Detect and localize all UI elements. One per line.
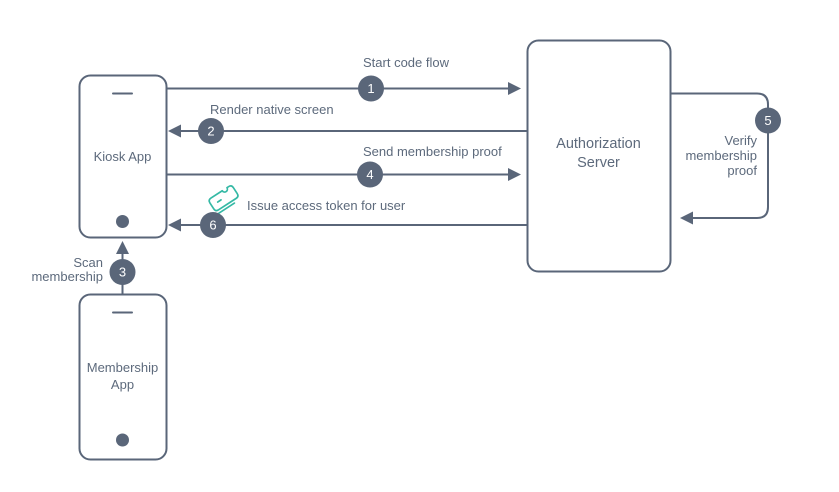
step-badge-2-number: 2 (207, 124, 214, 139)
step3-label-line1: Scan (73, 255, 103, 270)
step5-label-line3: proof (727, 163, 757, 178)
home-button-icon (116, 215, 129, 228)
step3-label-line2: membership (31, 269, 103, 284)
node-authorization-server: Authorization Server (526, 39, 672, 273)
step6-label: Issue access token for user (247, 198, 406, 213)
step-badge-3-number: 3 (119, 265, 126, 280)
arrowhead-left-icon (680, 211, 693, 225)
step5-label-line2: membership (685, 148, 757, 163)
step-badge-1-number: 1 (367, 81, 374, 96)
step-badge-4-number: 4 (366, 167, 373, 182)
step4-label: Send membership proof (363, 144, 502, 159)
step-badge-5 (755, 107, 781, 134)
authorization-server-box (526, 39, 672, 273)
arrowhead-right-icon (508, 82, 521, 95)
arrowhead-up-icon (116, 241, 129, 254)
arrowhead-right-icon (508, 168, 521, 181)
authorization-server-label-line1: Authorization (556, 136, 641, 152)
kiosk-phone-frame (78, 74, 168, 239)
authorization-server-label-line2: Server (577, 155, 620, 171)
arrow-step-3: Scan membership 3 (31, 241, 136, 294)
ticket-icon (208, 185, 239, 216)
arrow-step-4: Send membership proof 4 (166, 144, 521, 188)
home-button-icon (116, 433, 129, 447)
arrow-step-1: Start code flow 1 (166, 55, 521, 102)
node-kiosk-app: Kiosk App (78, 74, 168, 239)
membership-app-label-line2: App (111, 377, 134, 392)
membership-app-label-line1: Membership (87, 360, 159, 375)
node-membership-app: Membership App (78, 293, 168, 461)
kiosk-app-label: Kiosk App (94, 149, 152, 164)
arrowhead-left-icon (168, 124, 181, 138)
arrow-step-6: Issue access token for user 6 (168, 185, 527, 238)
step-badge-6 (200, 212, 226, 238)
step-badge-1 (358, 75, 384, 102)
step-badge-3 (109, 259, 136, 285)
loop-step-5: Verify membership proof 5 (670, 92, 781, 225)
step1-label: Start code flow (363, 55, 450, 70)
step2-label: Render native screen (210, 102, 334, 117)
membership-phone-frame (78, 293, 168, 461)
arrow-step-2: Render native screen 2 (168, 102, 527, 144)
step-badge-4 (357, 161, 383, 188)
arrowhead-left-icon (168, 218, 181, 232)
step5-label-line1: Verify (724, 133, 757, 148)
step-badge-2 (198, 118, 224, 144)
loop-line (670, 92, 769, 219)
step-badge-6-number: 6 (209, 218, 216, 233)
step-badge-5-number: 5 (764, 113, 771, 128)
